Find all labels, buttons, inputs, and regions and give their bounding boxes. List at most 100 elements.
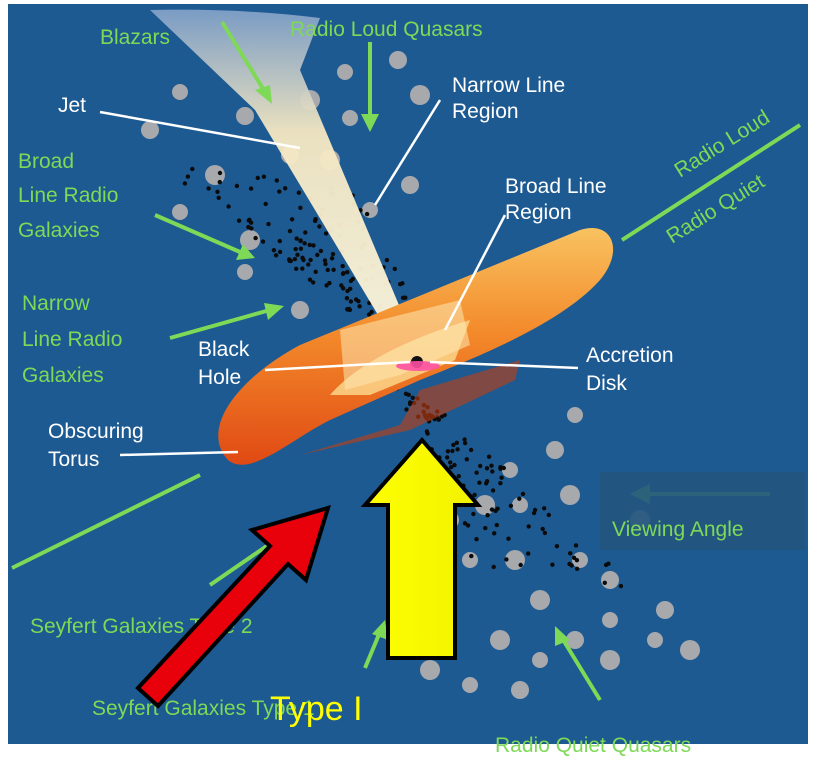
blr-dot xyxy=(567,562,571,566)
blr-dot xyxy=(190,167,194,171)
blr-dot xyxy=(619,584,623,588)
gas-cloud xyxy=(511,681,529,699)
label-narrow-line-radio-galaxies-2: Line Radio xyxy=(22,328,122,351)
blr-dot xyxy=(331,252,335,256)
gas-cloud xyxy=(172,204,188,220)
blr-dot xyxy=(519,563,523,567)
blr-dot xyxy=(490,469,494,473)
gas-cloud xyxy=(401,176,419,194)
label-broad-line-region-1: Broad Line xyxy=(505,175,607,198)
blr-dot xyxy=(487,455,491,459)
gas-cloud xyxy=(236,107,254,125)
blr-dot xyxy=(574,543,578,547)
blr-dot xyxy=(290,217,294,221)
blr-dot xyxy=(262,175,266,179)
blr-dot xyxy=(348,287,352,291)
gas-cloud xyxy=(656,601,674,619)
label-broad-line-radio-galaxies-3: Galaxies xyxy=(18,219,100,242)
blr-dot xyxy=(401,296,405,300)
gas-cloud xyxy=(546,441,564,459)
blr-dot xyxy=(455,447,459,451)
blr-dot xyxy=(462,437,466,441)
label-narrow-line-radio-galaxies-3: Galaxies xyxy=(22,364,104,387)
label-radio-loud-quasars: Radio Loud Quasars xyxy=(290,18,483,41)
blr-dot xyxy=(308,258,312,262)
gas-cloud xyxy=(172,84,188,100)
gas-cloud xyxy=(342,110,358,126)
blr-dot xyxy=(206,186,210,190)
blr-dot xyxy=(288,229,292,233)
blr-dot xyxy=(247,218,251,222)
blr-dot xyxy=(492,531,496,535)
blr-dot xyxy=(474,471,478,475)
blr-dot xyxy=(483,526,487,530)
blr-dot xyxy=(400,281,404,285)
blr-dot xyxy=(311,243,315,247)
blr-dot xyxy=(603,581,607,585)
blr-dot xyxy=(272,248,276,252)
blr-dot xyxy=(345,307,349,311)
label-obscuring-torus-2: Torus xyxy=(48,448,99,471)
blr-dot xyxy=(445,455,449,459)
gas-cloud xyxy=(530,590,550,610)
blr-dot xyxy=(298,206,302,210)
blr-dot xyxy=(278,250,282,254)
gas-cloud xyxy=(567,407,583,423)
blr-dot xyxy=(474,537,478,541)
blr-dot xyxy=(385,258,389,262)
blr-dot xyxy=(298,239,302,243)
blr-dot xyxy=(306,262,310,266)
blr-dot xyxy=(550,563,554,567)
blr-dot xyxy=(345,270,349,274)
gas-cloud xyxy=(141,121,159,139)
blr-dot xyxy=(237,219,241,223)
blr-dot xyxy=(408,400,412,404)
label-viewing-angle: Viewing Angle xyxy=(612,518,744,541)
gas-cloud xyxy=(410,85,430,105)
label-broad-line-radio-galaxies-2: Line Radio xyxy=(18,184,118,207)
blr-dot xyxy=(425,431,429,435)
blr-dot xyxy=(308,243,312,247)
gas-cloud xyxy=(291,301,309,319)
blr-dot xyxy=(317,224,321,228)
gas-cloud xyxy=(205,165,225,185)
blr-dot xyxy=(446,449,450,453)
blr-dot xyxy=(572,556,576,560)
label-broad-line-region-2: Region xyxy=(505,201,572,224)
blr-dot xyxy=(302,241,306,245)
blr-dot xyxy=(274,253,278,257)
blr-dot xyxy=(314,270,318,274)
blr-dot xyxy=(521,492,525,496)
blr-dot xyxy=(495,523,499,527)
blr-dot xyxy=(547,513,551,517)
blr-dot xyxy=(448,460,452,464)
blr-dot xyxy=(504,557,508,561)
label-blazars: Blazars xyxy=(100,26,170,49)
blr-dot xyxy=(477,481,481,485)
label-jet: Jet xyxy=(58,94,86,117)
blr-dot xyxy=(253,236,257,240)
blr-dot xyxy=(218,171,222,175)
blr-dot xyxy=(289,259,293,263)
gas-cloud xyxy=(420,660,440,680)
blr-dot xyxy=(341,264,345,268)
blr-dot xyxy=(466,523,470,527)
blr-dot xyxy=(326,268,330,272)
gas-cloud xyxy=(490,630,510,650)
blr-dot xyxy=(451,443,455,447)
blr-dot xyxy=(319,249,323,253)
blr-dot xyxy=(517,497,521,501)
label-narrow-line-radio-galaxies-1: Narrow xyxy=(22,292,91,315)
gas-cloud xyxy=(389,51,407,69)
blr-dot xyxy=(485,479,489,483)
label-accretion-disk-1: Accretion xyxy=(586,344,674,367)
blr-dot xyxy=(341,272,345,276)
blr-dot xyxy=(218,180,222,184)
blr-dot xyxy=(323,258,327,262)
gas-cloud xyxy=(602,612,618,628)
blr-dot xyxy=(264,202,268,206)
blr-dot xyxy=(411,396,415,400)
blr-dot xyxy=(499,476,503,480)
blr-dot xyxy=(469,554,473,558)
